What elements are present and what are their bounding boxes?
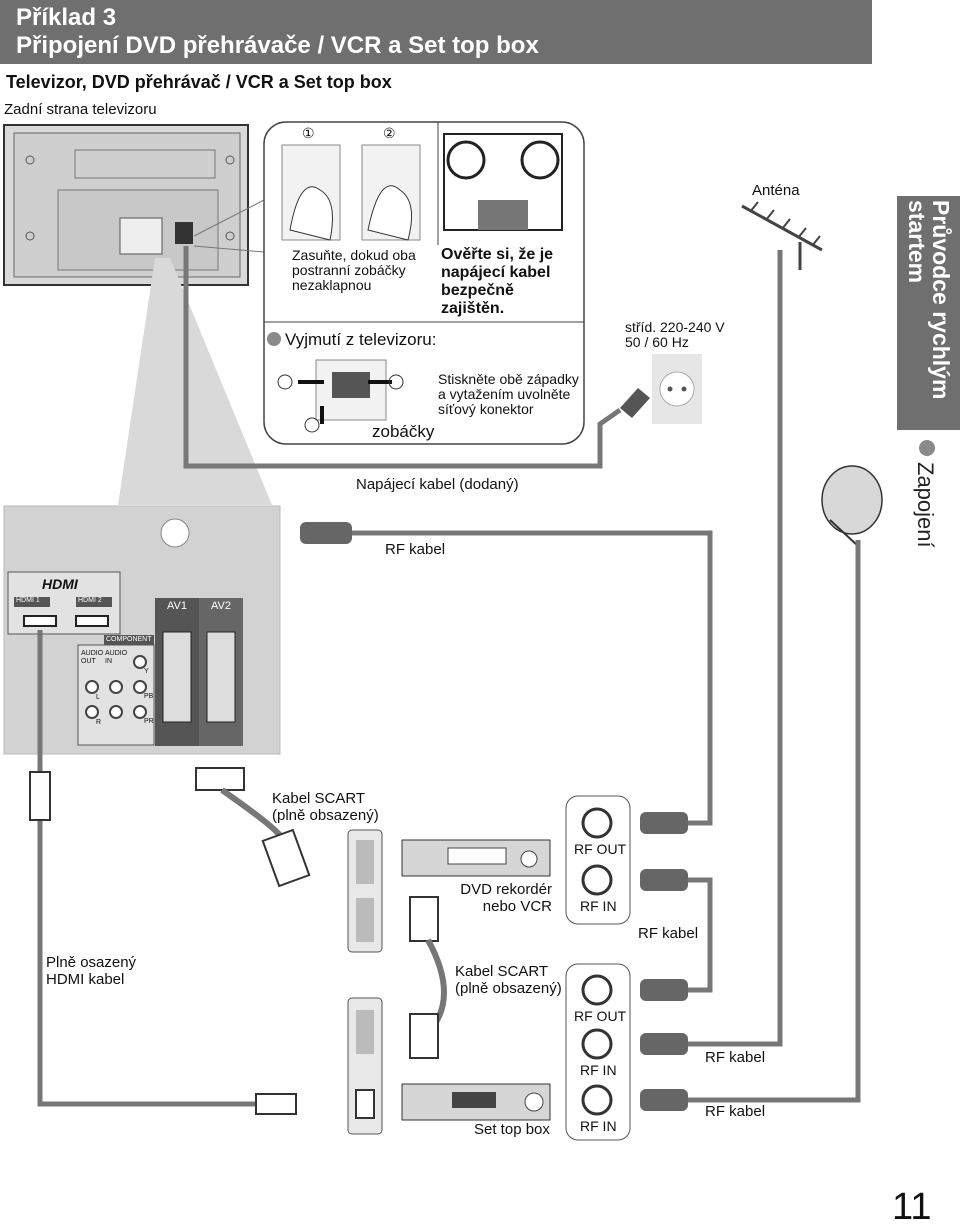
example-number: Příklad 3	[16, 4, 117, 31]
dvd-rf-in-label: RF IN	[580, 898, 617, 914]
step-1-marker: ①	[302, 125, 315, 141]
av1-label: AV1	[167, 600, 187, 612]
rf-cable-label-tv: RF kabel	[385, 541, 446, 558]
set-top-box-label: Set top box	[474, 1121, 550, 1138]
audio-out-label: AUDIO OUT	[81, 650, 104, 665]
hooks-label: zobáčky	[372, 422, 435, 441]
insert-instruction: Zasuňte, dokud oba postranní zobáčky nez…	[292, 247, 416, 293]
component-y-label: Y	[144, 668, 149, 675]
hdmi-logo: HDMI	[42, 576, 78, 592]
dvd-rf-out-label: RF OUT	[574, 841, 627, 857]
side-tab: Průvodce rychlým startem	[897, 196, 960, 430]
component-pr-label: PR	[144, 718, 154, 725]
tv-rear-drawing	[3, 124, 249, 286]
hdmi2-label: HDMI 2	[78, 597, 102, 604]
antenna-label: Anténa	[752, 182, 800, 199]
satellite-dish-drawing	[821, 465, 883, 547]
stb-rf-in-label-2: RF IN	[580, 1118, 617, 1134]
side-tab-title: Průvodce rychlým startem	[904, 200, 954, 400]
scart-cable-label-2: Kabel SCART (plně obsazený)	[455, 963, 562, 997]
mains-power-label: stříd. 220-240 V 50 / 60 Hz	[625, 319, 725, 350]
audio-l-label: L	[96, 694, 100, 701]
scart-cable-label-1: Kabel SCART (plně obsazený)	[272, 790, 379, 824]
step-2-marker: ②	[383, 125, 396, 141]
removal-heading: Vyjmutí z televizoru:	[285, 330, 437, 349]
antenna-drawing	[741, 201, 823, 270]
page-title: Připojení DVD přehrávače / VCR a Set top…	[16, 32, 539, 59]
tv-rear-caption: Zadní strana televizoru	[4, 101, 157, 118]
dvd-recorder-label: DVD rekordér nebo VCR	[460, 881, 552, 915]
audio-r-label: R	[96, 719, 102, 726]
verify-instruction: Ověřte si, že je napájecí kabel bezpečně…	[441, 246, 554, 317]
rf-cable-label-dvd: RF kabel	[638, 925, 699, 942]
stb-rf-in-label-1: RF IN	[580, 1062, 617, 1078]
page-number: 11	[892, 1186, 932, 1228]
component-label: COMPONENT	[106, 636, 152, 643]
av2-label: AV2	[211, 600, 231, 612]
audio-in-label: AUDIO IN	[105, 650, 128, 665]
hdmi-cable-label: Plně osazený HDMI kabel	[46, 954, 137, 988]
hdmi1-label: HDMI 1	[16, 597, 40, 604]
section-subtitle: Televizor, DVD přehrávač / VCR a Set top…	[6, 72, 392, 92]
rf-cable-label-dish: RF kabel	[705, 1103, 766, 1120]
power-cable-label: Napájecí kabel (dodaný)	[356, 476, 519, 493]
rf-cable-label-antenna: RF kabel	[705, 1049, 766, 1066]
removal-instruction: Stiskněte obě západky a vytažením uvolně…	[438, 371, 579, 417]
header-bar: Příklad 3 Připojení DVD přehrávače / VCR…	[0, 0, 872, 64]
side-tab-section: Zapojení	[913, 462, 938, 548]
stb-rf-out-label: RF OUT	[574, 1008, 627, 1024]
component-pb-label: PB	[144, 693, 154, 700]
section-bullet	[919, 440, 935, 456]
